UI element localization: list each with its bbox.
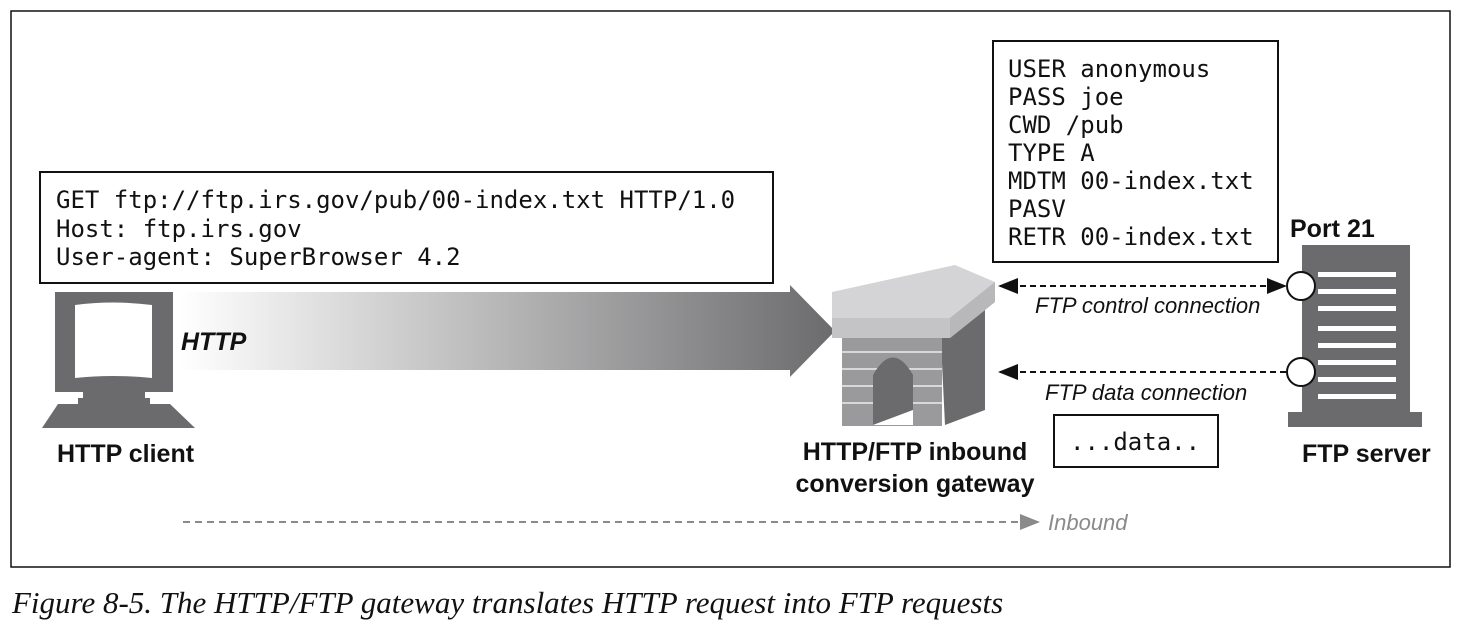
- ftp-command: PASV: [1008, 195, 1066, 223]
- computer-icon: [42, 292, 195, 428]
- port-circle: [1286, 357, 1316, 387]
- http-label: HTTP: [181, 328, 247, 356]
- data-connection-label: FTP data connection: [1045, 380, 1247, 405]
- port-circle: [1286, 271, 1316, 301]
- gateway-label: conversion gateway: [796, 470, 1035, 498]
- client-label: HTTP client: [57, 440, 195, 468]
- ftp-command: RETR 00-index.txt: [1008, 223, 1254, 251]
- http-arrow: [180, 285, 835, 377]
- ftp-commands-box: USER anonymous PASS joe CWD /pub TYPE A …: [992, 40, 1279, 263]
- ftp-command: USER anonymous: [1008, 55, 1210, 83]
- ftp-command: CWD /pub: [1008, 111, 1124, 139]
- http-request-box: GET ftp://ftp.irs.gov/pub/00-index.txt H…: [39, 171, 774, 284]
- data-box: [1053, 414, 1219, 468]
- data-box-text: ...data..: [1070, 428, 1200, 456]
- gateway-icon: [832, 265, 995, 426]
- control-connection-label: FTP control connection: [1035, 293, 1260, 318]
- figure-frame: [10, 10, 1451, 568]
- port-label: Port 21: [1290, 215, 1375, 243]
- gateway-label: HTTP/FTP inbound: [803, 438, 1028, 466]
- ftp-command: TYPE A: [1008, 139, 1095, 167]
- ftp-command: MDTM 00-index.txt: [1008, 167, 1254, 195]
- request-line: User-agent: SuperBrowser 4.2: [56, 243, 461, 271]
- figure-caption: Figure 8-5. The HTTP/FTP gateway transla…: [11, 585, 1003, 620]
- ftp-command: PASS joe: [1008, 83, 1124, 111]
- server-icon: [1286, 245, 1422, 427]
- inbound-label: Inbound: [1048, 510, 1128, 535]
- request-line: Host: ftp.irs.gov: [56, 215, 302, 243]
- request-line: GET ftp://ftp.irs.gov/pub/00-index.txt H…: [56, 186, 735, 214]
- server-label: FTP server: [1302, 440, 1431, 468]
